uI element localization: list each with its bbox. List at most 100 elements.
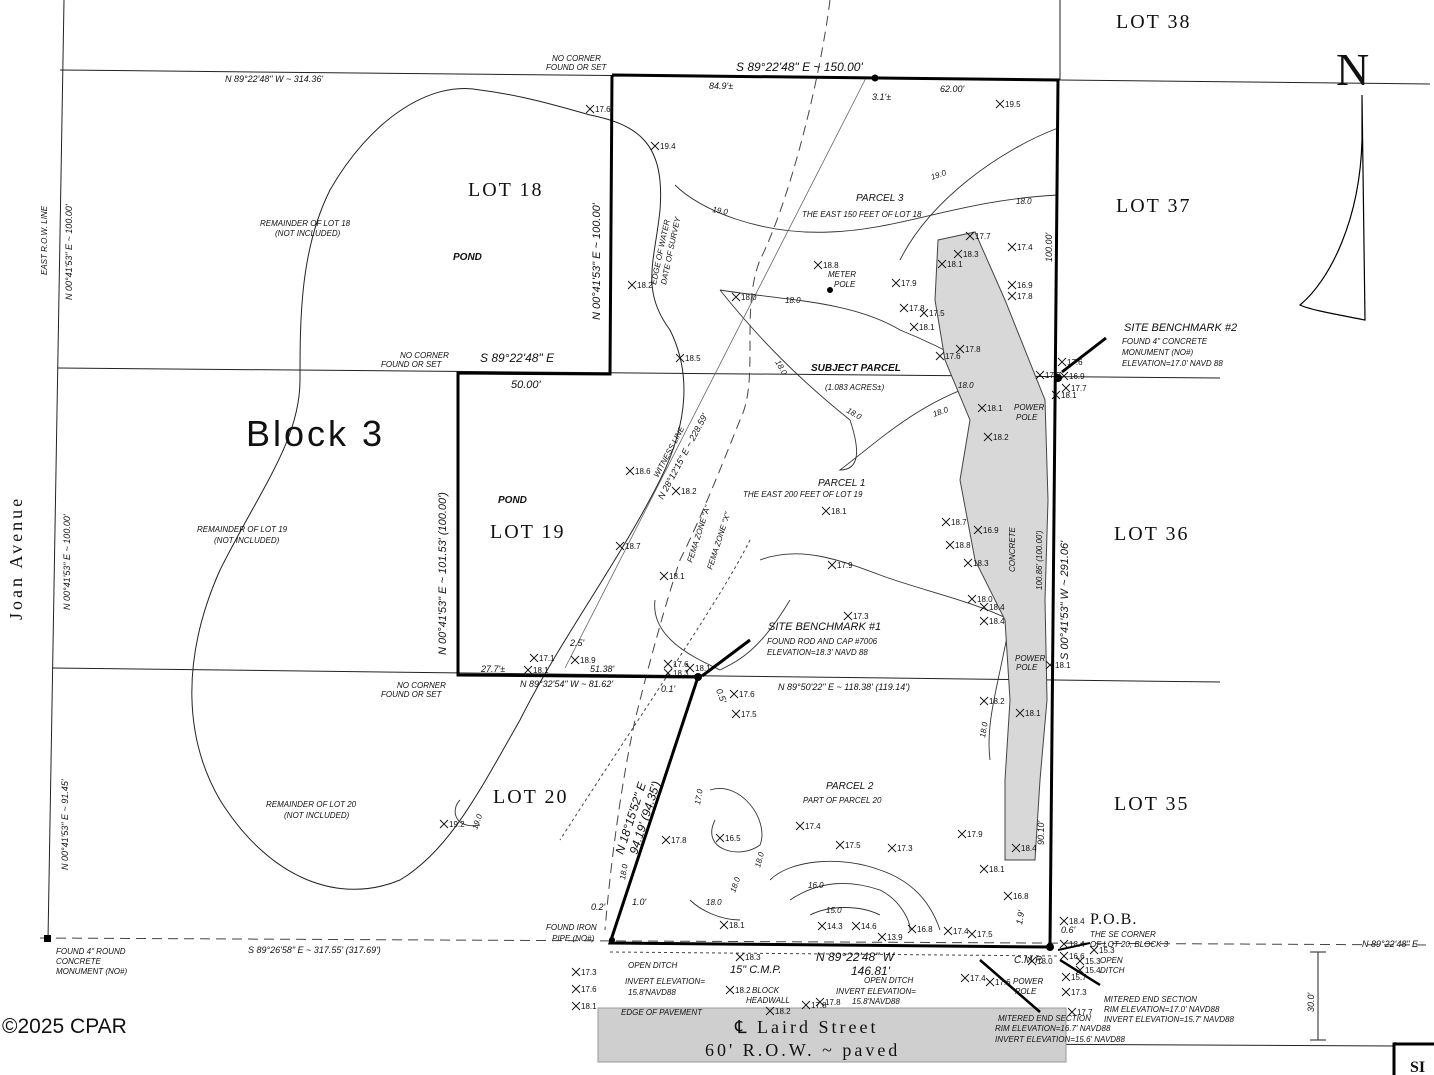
spot-elevation-value: 16.5: [725, 834, 741, 843]
spot-elevation: 14.6: [851, 921, 877, 931]
spot-elevation: 18.4: [979, 616, 1005, 626]
spot-elevation: 15.4: [1075, 965, 1101, 975]
spot-x-mark: [1059, 951, 1069, 961]
spot-x-mark: [955, 344, 965, 354]
spot-elevation: 18.3: [963, 558, 989, 568]
spot-x-mark: [1007, 242, 1017, 252]
spot-elevation-value: 17.3: [897, 844, 913, 853]
bearing-bottom-len: 146.81': [851, 964, 891, 978]
spot-elevation-value: 17.8: [909, 304, 925, 313]
spot-elevation: 18.3: [735, 952, 761, 962]
contour-label: 18.0: [978, 721, 990, 738]
bm1-title: SITE BENCHMARK #1: [768, 621, 881, 633]
laird-street-label: ℄ Laird Street: [734, 1017, 879, 1037]
spot-elevation-value: 17.7: [1077, 1008, 1093, 1017]
spot-elevation-value: 18.1: [669, 572, 685, 581]
block-headwall-2: HEADWALL: [746, 996, 790, 1005]
spot-elevation: 16.8: [907, 924, 933, 934]
spot-elevation: 18.2: [725, 985, 751, 995]
spot-elevation-value: 18.8: [955, 541, 971, 550]
spot-elevation: 18.7: [941, 517, 967, 527]
lot-19-label: LOT 19: [490, 521, 566, 543]
spot-x-mark: [1061, 383, 1071, 393]
spot-elevation-value: 16.9: [983, 526, 999, 535]
spot-elevation-value: 13.9: [887, 933, 903, 942]
spot-elevation-value: 16.8: [1013, 892, 1029, 901]
spot-elevation: 17.7: [1061, 383, 1087, 393]
spot-elevation: 17.3: [571, 967, 597, 977]
contour-label: 18.0: [1016, 197, 1032, 206]
pob-arrow: [1057, 942, 1091, 951]
spot-x-mark: [887, 843, 897, 853]
lot-18-label: LOT 18: [468, 179, 544, 201]
sheet-corner-box: [1392, 1042, 1434, 1075]
bearing-east-row: N 00°41'53" E ~ 100.00': [64, 204, 74, 300]
spot-x-mark: [965, 231, 975, 241]
spot-elevation: 17.6: [585, 104, 611, 114]
spot-elevation: 17.4: [795, 821, 821, 831]
spot-elevation-value: 18.0: [741, 293, 757, 302]
spot-elevation-value: 16.8: [917, 925, 933, 934]
mitered2-line2: RIM ELEVATION=16.7' NAVD88: [995, 1024, 1111, 1033]
spot-elevation-value: 18.0: [977, 595, 993, 604]
spot-elevation: 17.8: [955, 344, 981, 354]
no-corner-mid-2: FOUND OR SET: [381, 360, 443, 369]
copyright-watermark: ©2025 CPAR: [2, 1015, 127, 1038]
parcel1-title: PARCEL 1: [818, 478, 865, 489]
spot-elevation: 18.1: [659, 571, 685, 581]
spot-elevation-value: 17.9: [1045, 371, 1061, 380]
dim-05: 0.5': [714, 687, 728, 704]
meter-pole-2: POLE: [834, 280, 856, 289]
subject-parcel-title: SUBJECT PARCEL: [811, 363, 901, 374]
bearing-east-100: 100.00': [1044, 232, 1054, 262]
spot-x-mark: [731, 292, 741, 302]
cmp-left: 15" C.M.P.: [730, 964, 781, 976]
spot-elevation: 17.6: [1057, 357, 1083, 367]
spot-elevation-value: 18.3: [745, 953, 761, 962]
lot-20-label: LOT 20: [493, 786, 569, 808]
spot-elevation: 17.4: [943, 926, 969, 936]
parcel3-desc: THE EAST 150 FEET OF LOT 18: [802, 210, 922, 219]
spot-elevation: 17.6: [935, 351, 961, 361]
spot-elevation-value: 17.7: [1071, 384, 1087, 393]
spot-elevation-value: 15.4: [1085, 966, 1101, 975]
spot-elevations: 17.619.419.518.218.817.918.017.817.518.1…: [439, 99, 1115, 1017]
found-monument-3: MONUMENT (NO#): [56, 967, 127, 976]
spot-elevation: 17.9: [891, 278, 917, 288]
spot-x-mark: [1075, 956, 1085, 966]
spot-elevation-value: 18.4: [989, 617, 1005, 626]
spot-x-mark: [817, 921, 827, 931]
parcel1-desc: THE EAST 200 FEET OF LOT 19: [743, 490, 863, 499]
open-ditch-center: OPEN DITCH: [864, 976, 914, 985]
spot-elevation-value: 17.6: [595, 105, 611, 114]
bm1-marker: [694, 673, 702, 681]
spot-elevation: 17.6: [729, 689, 755, 699]
fema-zone-line: [604, 0, 831, 931]
bm1-arrow: [701, 638, 751, 678]
spot-x-mark: [729, 689, 739, 699]
spot-elevation: 17.8: [1007, 291, 1033, 301]
spot-elevation-value: 15.7: [1071, 973, 1087, 982]
bearing-lot19-south: N 89°32'54" W ~ 81.62': [520, 679, 613, 689]
contour-label: 18.0: [728, 875, 742, 893]
dim-5138: 51.38': [590, 664, 615, 674]
spot-elevation: 18.6: [625, 466, 651, 476]
spot-elevation-value: 18.2: [681, 487, 697, 496]
bearing-notch-len: 50.00': [511, 379, 542, 391]
contour-label: 15.0: [826, 906, 842, 915]
dim-9010: 90.10': [1036, 820, 1046, 845]
spot-x-mark: [675, 353, 685, 363]
spot-elevation: 17.8: [661, 835, 687, 845]
contour-label: 18.0: [932, 405, 950, 419]
spot-x-mark: [571, 984, 581, 994]
bearing-bottom: S 89°26'58" E ~ 317.55' (317.69'): [248, 945, 381, 955]
spot-elevation: 15.3: [1089, 945, 1115, 955]
spot-elevation-value: 18.2: [775, 1007, 791, 1016]
spot-elevation: 18.2: [979, 696, 1005, 706]
spot-elevation-value: 18.1: [533, 666, 549, 675]
found-monument-marker: [44, 935, 51, 942]
spot-x-mark: [843, 611, 853, 621]
spot-x-mark: [963, 558, 973, 568]
power-pole1-2: POLE: [1016, 413, 1038, 422]
spot-x-mark: [835, 840, 845, 850]
